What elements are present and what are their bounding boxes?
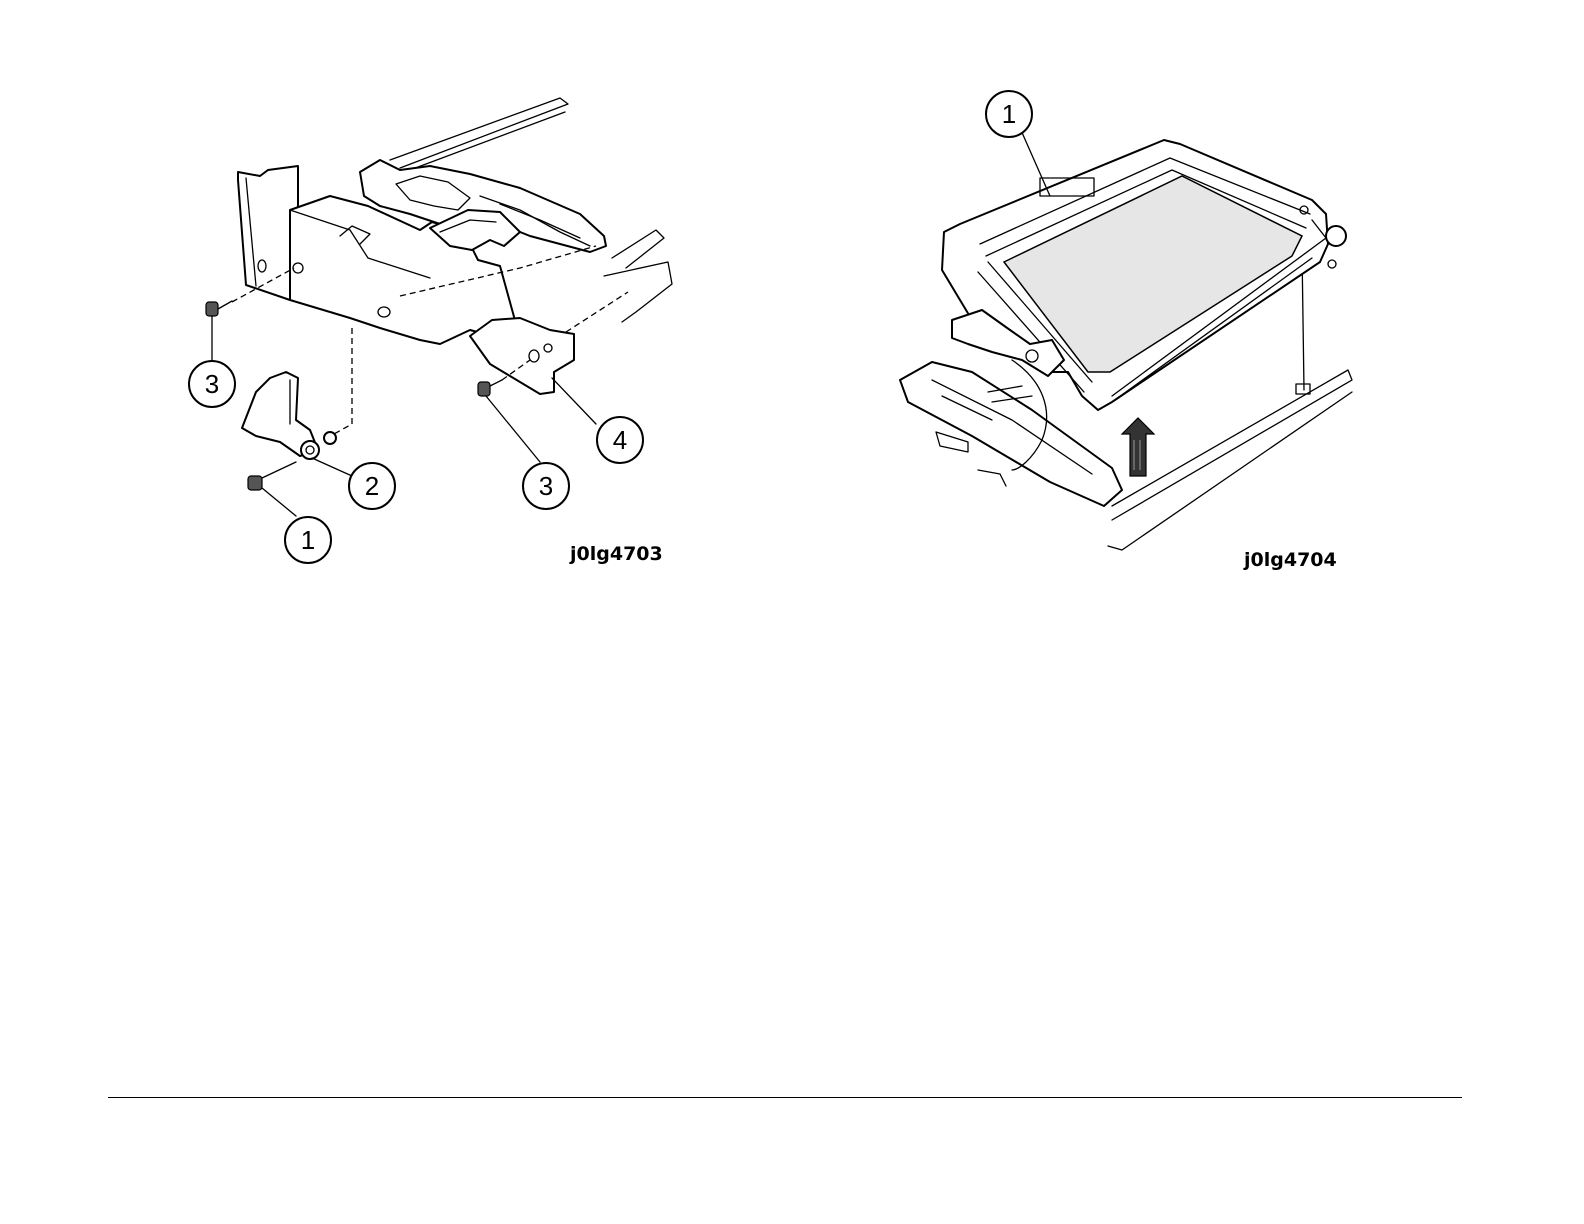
svg-text:4: 4 <box>613 425 627 455</box>
exploded-view-drawing: 3 2 1 3 4 j0lg4703 <box>0 0 792 620</box>
figure-j0lg4703: 3 2 1 3 4 j0lg4703 <box>0 0 792 620</box>
lift-arrow-icon <box>1122 418 1154 476</box>
footer-divider <box>108 1097 1462 1098</box>
callout-3-left: 3 <box>189 361 235 407</box>
svg-text:3: 3 <box>539 471 553 501</box>
svg-text:2: 2 <box>365 471 379 501</box>
svg-text:3: 3 <box>205 369 219 399</box>
callout-1: 1 <box>285 517 331 563</box>
figure-id-label: j0lg4704 <box>1243 549 1337 571</box>
figure-j0lg4704: 1 j0lg4704 <box>792 0 1584 620</box>
screw-icon <box>478 380 502 396</box>
callout-2: 2 <box>349 463 395 509</box>
removal-view-drawing: 1 j0lg4704 <box>792 0 1584 620</box>
callout-3-right: 3 <box>523 463 569 509</box>
figure-id-label: j0lg4703 <box>569 543 663 565</box>
callout-4: 4 <box>597 417 643 463</box>
screw-icon <box>248 462 296 490</box>
screw-icon <box>206 301 232 316</box>
svg-text:1: 1 <box>1002 99 1016 129</box>
callout-1: 1 <box>986 91 1032 137</box>
svg-text:1: 1 <box>301 525 315 555</box>
